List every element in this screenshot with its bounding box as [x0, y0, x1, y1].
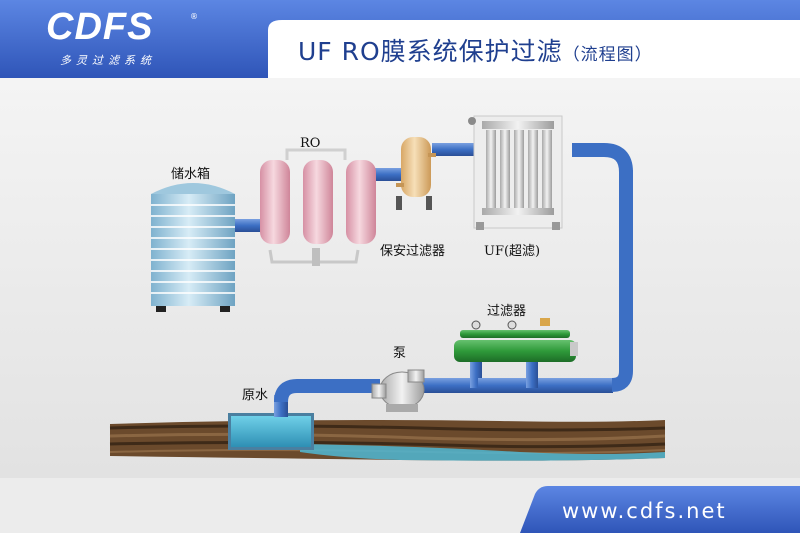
title-main: UF RO膜系统保护过滤 — [298, 37, 563, 66]
label-pump: 泵 — [393, 346, 407, 361]
registered-mark: ® — [190, 12, 198, 21]
pipes — [232, 143, 633, 417]
security-filter — [396, 137, 436, 210]
label-ro: RO — [300, 136, 321, 151]
logo-subtitle: 多灵过滤系统 — [60, 54, 156, 67]
uf-unit — [468, 115, 563, 230]
logo: CDFS — [46, 6, 154, 48]
label-filter: 过滤器 — [487, 304, 527, 319]
label-uf: UF(超滤) — [484, 244, 541, 259]
title-subtitle: （流程图） — [562, 45, 653, 65]
label-security-filter: 保安过滤器 — [380, 244, 446, 259]
label-storage-tank: 储水箱 — [171, 167, 211, 182]
label-raw-water: 原水 — [242, 388, 269, 403]
storage-tank — [151, 183, 235, 312]
pump — [371, 369, 425, 412]
header-banner — [0, 0, 800, 78]
flow-diagram — [0, 78, 800, 478]
page-title: UF RO膜系统保护过滤（流程图） — [298, 32, 653, 68]
raw-water-pool — [228, 413, 314, 450]
website-link[interactable]: www.cdfs.net — [562, 499, 727, 523]
ro-unit — [260, 148, 376, 266]
ground — [109, 420, 666, 461]
green-filter — [454, 318, 578, 362]
footer-banner — [520, 486, 800, 533]
